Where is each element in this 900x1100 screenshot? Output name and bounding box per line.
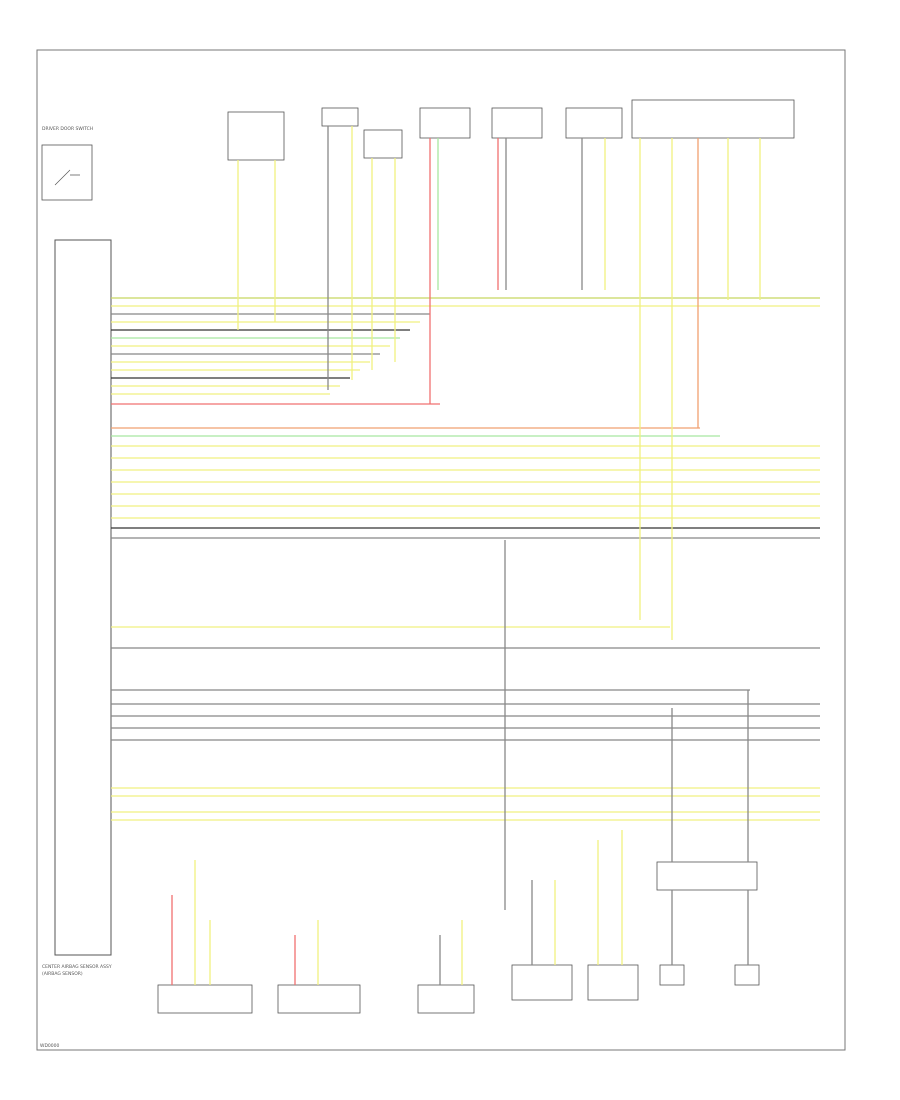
sensor-bottom-2 bbox=[734, 964, 760, 986]
footer-code: WD0000 bbox=[40, 1043, 60, 1049]
top-left-switch bbox=[41, 144, 93, 201]
connector-bottom-3 bbox=[417, 984, 475, 1014]
vertical-wires bbox=[171, 126, 761, 985]
horizontal-wires bbox=[111, 297, 820, 821]
connector-top-2 bbox=[321, 107, 359, 127]
label-module-sub: (AIRBAG SENSOR) bbox=[42, 971, 83, 977]
diagram-frame bbox=[36, 49, 846, 1051]
connector-top-6 bbox=[565, 107, 623, 139]
connector-bottom-5 bbox=[587, 964, 639, 1001]
connector-bottom-2 bbox=[277, 984, 361, 1014]
connector-right-box bbox=[656, 861, 758, 891]
connector-bottom-4 bbox=[511, 964, 573, 1001]
connector-top-4 bbox=[419, 107, 471, 139]
airbag-control-module bbox=[54, 239, 112, 956]
connector-top-1 bbox=[227, 111, 285, 161]
connector-top-7 bbox=[631, 99, 795, 139]
label-switch: DRIVER DOOR SWITCH bbox=[42, 126, 93, 132]
label-module: CENTER AIRBAG SENSOR ASSY bbox=[42, 964, 112, 970]
connector-top-3 bbox=[363, 129, 403, 159]
connector-bottom-1 bbox=[157, 984, 253, 1014]
sensor-bottom-1 bbox=[659, 964, 685, 986]
connector-top-5 bbox=[491, 107, 543, 139]
